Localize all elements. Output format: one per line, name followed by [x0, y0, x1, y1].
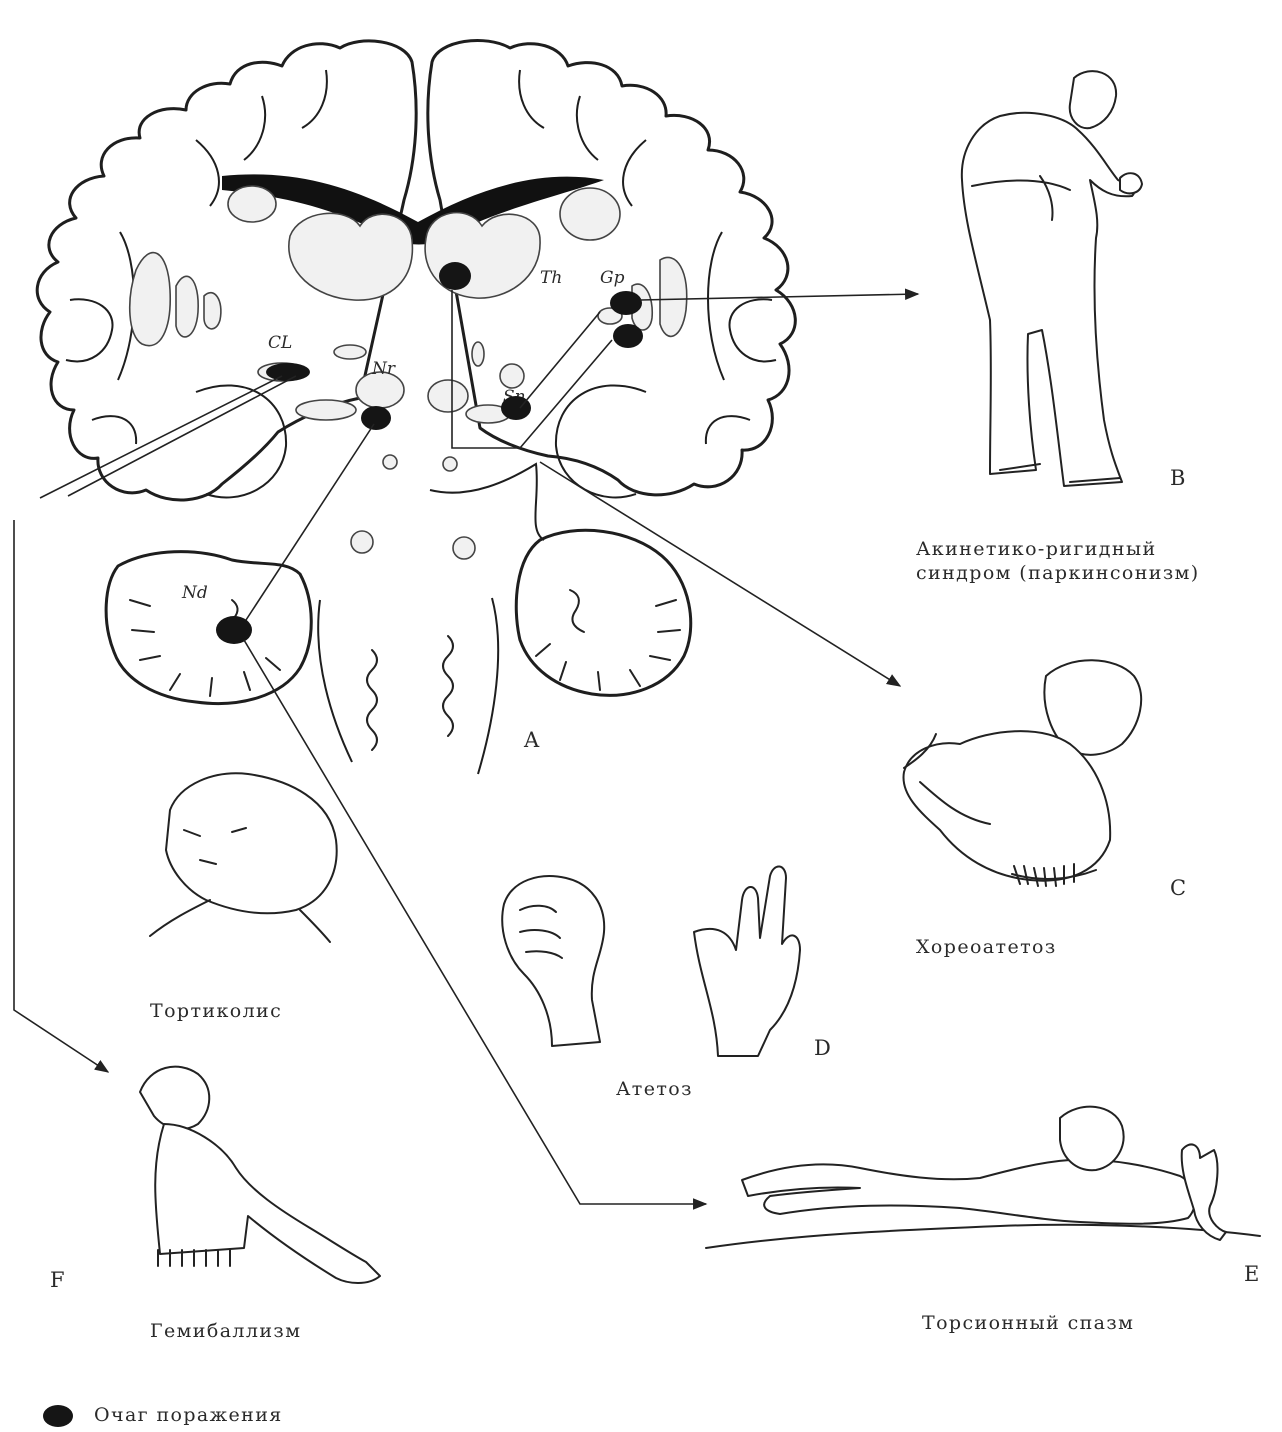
lesion-globus-pallidus-1 [610, 291, 642, 315]
caption-akinetic-line1: Акинетико-ригидный [916, 536, 1157, 562]
panel-letter-f: F [50, 1268, 65, 1292]
panel-letter-c: C [1170, 876, 1186, 900]
caption-hemiballism: Гемибаллизм [150, 1318, 301, 1344]
line-nr-to-nd [246, 424, 374, 620]
legend-lesion-dot [43, 1405, 73, 1427]
figure-c-choreoathetosis [903, 660, 1141, 886]
panel-letter-d: D [814, 1036, 831, 1060]
label-corpus-luysi: CL [268, 333, 292, 353]
label-nucleus-ruber: Nr [371, 359, 396, 379]
figure-b-parkinsonism [962, 71, 1142, 486]
panel-letter-a: A [524, 728, 539, 752]
panel-letter-e: E [1244, 1262, 1259, 1286]
cerebellum-right [516, 530, 690, 695]
figure-f-hemiballism [140, 1067, 380, 1283]
caption-choreoathetosis: Хореоатетоз [916, 934, 1057, 960]
cerebellum-left [106, 552, 311, 704]
label-globus-pallidus: Gp [600, 268, 625, 288]
label-nucleus-dentatus: Nd [181, 583, 208, 603]
lesion-thalamus [439, 262, 471, 290]
caption-torticollis: Тортиколис [150, 998, 282, 1024]
lesion-nucleus-ruber [361, 406, 391, 430]
lesion-globus-pallidus-2 [613, 324, 643, 348]
cerebellum-brainstem [106, 464, 691, 774]
figure-torticollis [150, 773, 337, 942]
panel-letter-b: B [1170, 466, 1185, 490]
caption-athetosis: Атетоз [616, 1076, 693, 1102]
label-thalamus: Th [540, 268, 562, 288]
legend-lesion-label: Очаг поражения [94, 1402, 283, 1428]
figure-d-athetosis [502, 866, 800, 1056]
caption-torsion-spasm: Торсионный спазм [922, 1310, 1134, 1336]
lesion-corpus-luysi [266, 363, 310, 381]
caption-akinetic-line2: синдром (паркинсонизм) [916, 560, 1200, 586]
arrow-to-e [244, 640, 706, 1204]
arrow-to-f [14, 520, 108, 1072]
figure-e-torsion-spasm [706, 1107, 1260, 1248]
